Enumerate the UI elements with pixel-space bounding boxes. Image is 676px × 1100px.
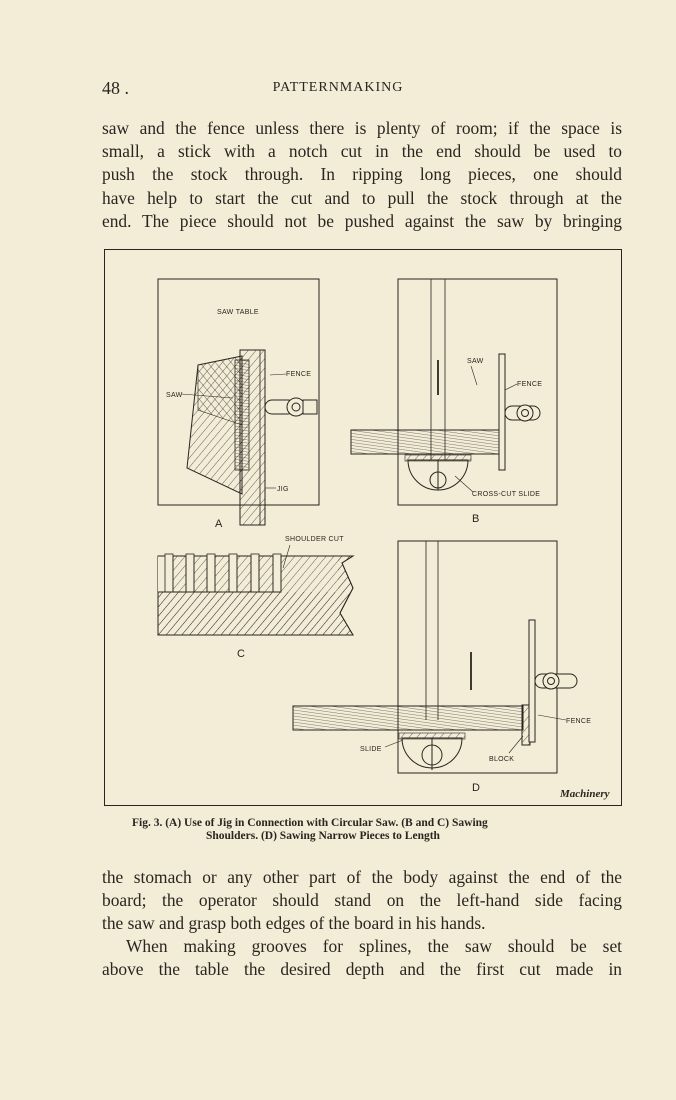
label-saw-a: SAW — [166, 392, 183, 399]
panel-b: SAW FENCE CROSS-CUT SLIDE B — [350, 278, 558, 525]
caption-line: Fig. 3. (A) Use of Jig in Connection wit… — [132, 817, 488, 829]
text-line: small, a stick with a notch cut in the e… — [102, 141, 622, 162]
label-saw-b: SAW — [467, 358, 484, 365]
panel-label-c: C — [237, 648, 245, 660]
panel-label-b: B — [472, 513, 479, 525]
panel-label-d: D — [472, 782, 480, 794]
text-line: When making grooves for splines, the saw… — [126, 936, 622, 956]
text-line: board; the operator should stand on the … — [102, 890, 622, 911]
label-fence-a: FENCE — [286, 371, 311, 378]
text-line: the stomach or any other part of the bod… — [102, 867, 622, 887]
label-block: BLOCK — [489, 756, 514, 763]
text-line: saw and the fence unless there is plenty… — [102, 118, 622, 138]
text-line: the saw and grasp both edges of the boar… — [102, 913, 486, 934]
figure-drawing: SAW TABLE FENCE SAW JIG A — [157, 278, 591, 794]
figure-frame: SAW TABLE FENCE SAW JIG A — [104, 249, 622, 806]
label-jig: JIG — [277, 486, 289, 493]
panel-label-a: A — [215, 518, 223, 530]
paragraph-middle: the stomach or any other part of the bod… — [102, 866, 622, 936]
page-number: 48 . — [102, 78, 129, 98]
figure-credit: Machinery — [560, 788, 610, 800]
label-fence-d: FENCE — [566, 718, 591, 725]
panel-a: SAW TABLE FENCE SAW JIG A — [157, 278, 320, 530]
panel-c: SHOULDER CUT C — [157, 536, 355, 660]
label-saw-table: SAW TABLE — [217, 309, 259, 316]
paragraph-top: saw and the fence unless there is plenty… — [102, 117, 622, 233]
paragraph-bottom: When making grooves for splines, the saw… — [102, 935, 622, 981]
caption-line: Shoulders. (D) Sawing Narrow Pieces to L… — [206, 830, 440, 842]
label-cross-cut-slide: CROSS-CUT SLIDE — [472, 491, 540, 498]
label-shoulder-cut: SHOULDER CUT — [285, 536, 344, 543]
figure-caption: Fig. 3. (A) Use of Jig in Connection wit… — [132, 817, 602, 843]
text-line: push the stock through. In ripping long … — [102, 164, 622, 185]
panel-d: FENCE SLIDE BLOCK D — [292, 540, 591, 794]
running-head: PATTERNMAKING — [272, 80, 404, 95]
text-line: end. The piece should not be pushed agai… — [102, 210, 622, 231]
text-line: above the table the desired depth and th… — [102, 959, 622, 980]
label-fence-b: FENCE — [517, 381, 542, 388]
label-slide: SLIDE — [360, 746, 382, 753]
text-line: have help to start the cut and to pull t… — [102, 187, 622, 208]
